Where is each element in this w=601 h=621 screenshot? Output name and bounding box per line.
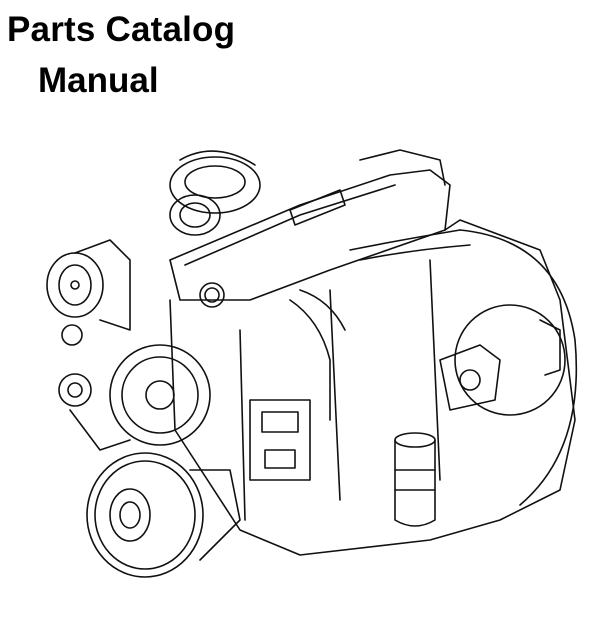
ac-compressor bbox=[46, 239, 131, 331]
crank-pulley bbox=[58, 324, 211, 451]
turbocharger bbox=[169, 150, 261, 236]
flywheel-housing bbox=[454, 229, 578, 506]
title-line-1: Parts Catalog bbox=[7, 10, 236, 49]
title-line-2: Manual bbox=[38, 61, 159, 100]
engine-top bbox=[169, 149, 451, 308]
flywheel bbox=[86, 452, 241, 578]
fuel-pump bbox=[439, 344, 501, 411]
oil-filter bbox=[394, 432, 436, 527]
engine-block bbox=[169, 219, 576, 556]
